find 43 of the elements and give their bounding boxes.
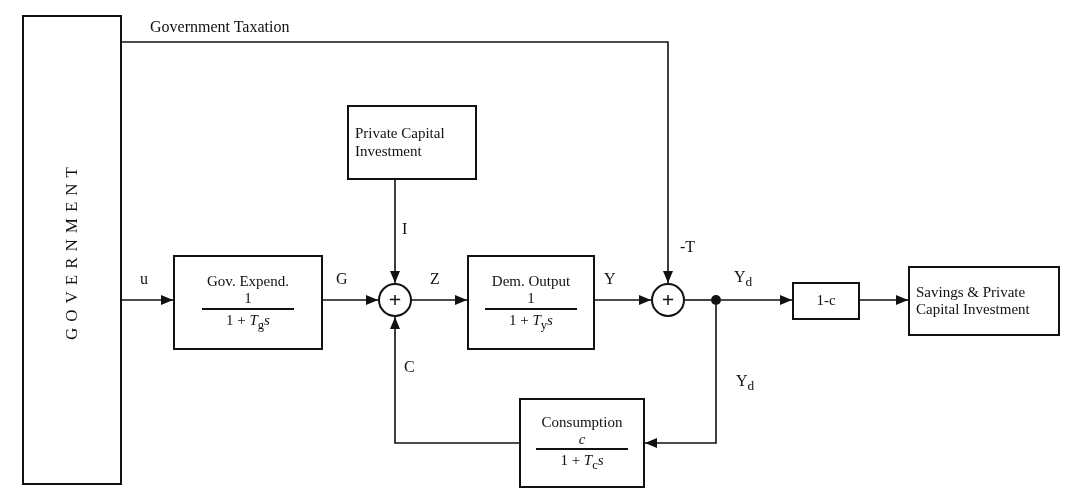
edge-label: I: [402, 220, 408, 238]
transfer-function-block: [173, 255, 323, 350]
transfer-function-block: [519, 398, 645, 488]
block-title: Gov. Expend.: [207, 273, 289, 291]
edge-label: u: [140, 270, 148, 288]
edge-label: C: [404, 358, 415, 376]
edge-label: -T: [680, 238, 696, 256]
arrow: [121, 41, 673, 284]
block-title: Dem. Output: [491, 273, 571, 291]
arrow: [390, 316, 520, 444]
arrow: [411, 295, 468, 305]
numerator: 1: [243, 290, 253, 308]
block-label: GOVERNMENT: [62, 160, 82, 340]
block-label: Savings & Private Capital Investment: [916, 283, 1031, 319]
arrow: [720, 295, 793, 305]
block-label: 1-c: [816, 292, 836, 310]
edge-label: Y$_{d}$: [734, 268, 753, 291]
signal-label: Government Taxation: [150, 18, 290, 36]
arrow: [859, 295, 909, 305]
arrow: [322, 295, 379, 305]
arrow: [594, 295, 652, 305]
numerator: 1: [526, 290, 536, 308]
denominator: 1 + T$_{g}$s: [202, 307, 294, 332]
arrow: [644, 304, 717, 448]
edge-label: Y: [604, 270, 616, 288]
block-label: Private Capital Investment: [355, 125, 446, 160]
process-block: [347, 105, 477, 180]
junction-dot: [711, 295, 721, 305]
denominator: 1 + T$_{c}$s: [536, 448, 628, 473]
edge-label: Y$_{d}$: [736, 372, 755, 395]
denominator: 1 + T$_{y}$s: [485, 307, 577, 332]
numerator: c: [577, 430, 587, 449]
government-block: [22, 15, 122, 485]
summing-junction: +: [651, 283, 685, 317]
process-block: [908, 266, 1060, 336]
arrow: [390, 179, 400, 284]
summing-junction: +: [378, 283, 412, 317]
transfer-function-block: [467, 255, 595, 350]
process-block: [792, 282, 860, 320]
block-title: Consumption: [541, 413, 623, 431]
edge-label: Z: [430, 270, 440, 288]
arrow: [121, 295, 174, 305]
edge-label: G: [336, 270, 348, 288]
